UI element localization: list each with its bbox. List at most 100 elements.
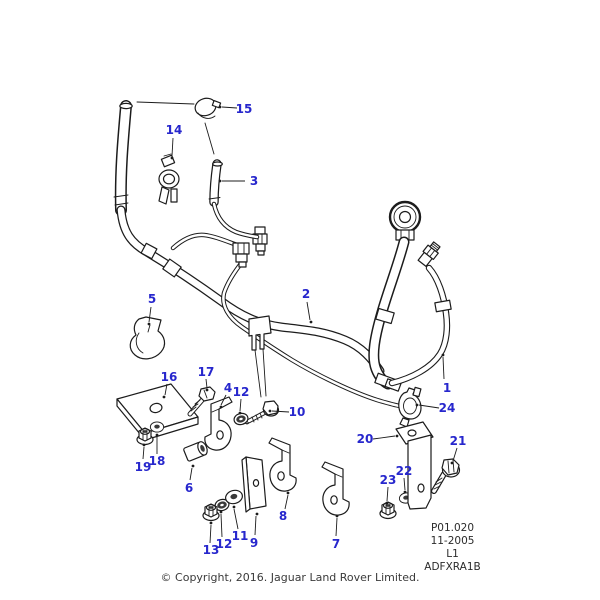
callout-dot-20 [395,434,399,438]
pipe-fitting-right [252,226,268,256]
page-code-block: P01.020 11-2005 L1 ADFXRA1B [380,522,525,574]
callout-dot-12 [219,510,223,514]
callout-leader-15 [221,106,238,109]
callout-label-21: 21 [450,434,467,448]
callout-label-20: 20 [357,432,374,446]
callout-label-12: 12 [233,385,250,399]
callout-leader-7 [335,517,338,537]
callout-dot-13 [209,521,213,525]
callout-leader-12 [220,513,223,538]
part-6-spacer [183,441,208,462]
callout-dot-14 [170,156,174,160]
callout-label-5: 5 [148,292,156,306]
callout-leader-6 [189,467,193,481]
hose-end-cap [119,102,133,110]
callout-dot-3 [218,179,222,183]
part-1-hose-assembly [368,200,452,392]
code-line-catalog: P01.020 [430,522,475,534]
callout-label-19: 19 [135,460,152,474]
callout-leader-24 [418,404,440,409]
copyright-text: © Copyright, 2016. Jaguar Land Rover Lim… [160,571,420,584]
part-17-bolt [187,386,216,417]
callout-dot-19 [142,443,146,447]
callout-label-16: 16 [161,370,178,384]
callout-leader-20 [372,435,396,440]
callout-label-18: 18 [149,454,166,468]
hose-clip [248,315,272,351]
part-20-bracket [395,421,434,510]
hose-band [162,258,182,278]
part-23-nut [379,501,397,520]
callout-dot-6 [191,464,195,468]
part-24-clip [398,386,422,428]
callout-label-12: 12 [216,537,233,551]
callout-label-1: 1 [443,381,451,395]
callout-dot-16 [162,395,166,399]
callout-dot-18 [155,433,159,437]
callout-label-10: 10 [289,405,306,419]
part-16-bracket-plate [116,383,199,441]
callout-dot-8 [286,491,290,495]
callout-leader-21 [452,447,458,462]
callout-label-8: 8 [279,509,287,523]
callout-leader-22 [403,477,406,491]
callout-dot-7 [335,514,339,518]
callout-label-14: 14 [166,123,183,137]
callout-dot-21 [450,461,454,465]
callout-label-22: 22 [396,464,413,478]
part-4-bracket [204,396,233,451]
callout-leader-19 [142,446,145,460]
callout-dot-9 [255,512,259,516]
part-5-clip-bracket [129,316,166,360]
callout-leader-13 [209,524,212,544]
code-line-level: L1 [446,548,459,560]
callout-dot-4 [219,405,223,409]
part-7-bracket [321,461,350,516]
code-line-date: 11-2005 [430,535,475,547]
callout-leader-9 [254,515,257,536]
callout-leader-8 [284,494,289,510]
callout-label-17: 17 [198,365,215,379]
callout-dot-15 [218,105,222,109]
callout-dot-24 [415,403,419,407]
callout-label-9: 9 [250,536,258,550]
part-2-hose-assembly [113,100,403,409]
sensor-hose-clamp [434,299,452,313]
callout-label-23: 23 [380,473,397,487]
code-line-drawing: ADFXRA1B [424,561,481,573]
callout-label-7: 7 [332,537,340,551]
callout-dot-2 [309,320,313,324]
callout-dot-23 [385,501,389,505]
callout-dot-11 [232,505,236,509]
part-9-pad [241,456,267,513]
part-15-cap [136,97,222,155]
callout-label-15: 15 [236,102,253,116]
part-21-bolt [431,458,461,494]
pipe-fitting-left [232,242,250,268]
callout-leader-14 [171,137,174,157]
callout-dot-10 [268,409,272,413]
callout-leader-23 [386,486,389,502]
callout-label-6: 6 [185,481,193,495]
callout-leader-2 [306,301,311,321]
part-13-nut [202,503,220,522]
part-10-bolt [244,400,280,425]
callout-leader-17 [205,378,208,389]
part-3-pipe [208,159,260,240]
callout-dot-5 [147,322,151,326]
hose-ferrule [140,242,158,260]
callout-label-3: 3 [250,174,258,188]
callout-dot-17 [205,388,209,392]
callout-leader-11 [233,508,239,530]
callout-leader-16 [164,383,168,396]
part-14-hose-clamp [158,153,180,205]
part-18-washer [149,421,165,433]
callout-label-24: 24 [439,401,456,415]
callout-leader-1 [442,356,445,380]
callout-leader-10 [271,410,290,413]
callout-dot-22 [403,490,407,494]
callout-label-13: 13 [203,543,220,557]
